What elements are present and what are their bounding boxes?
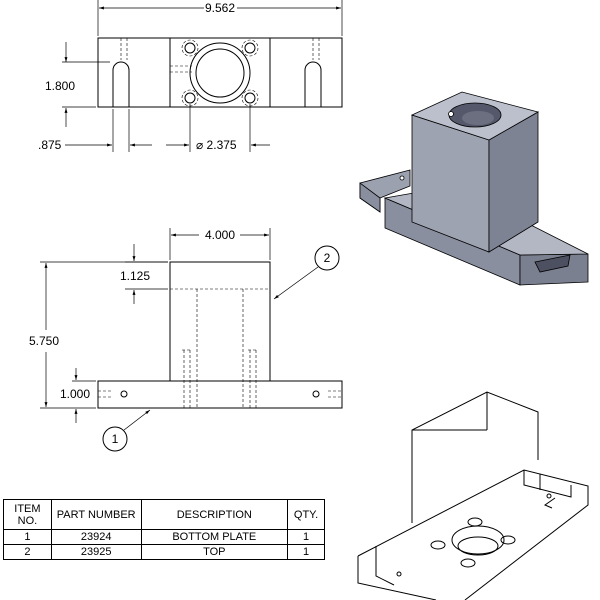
bom-qty: 1 — [287, 529, 325, 545]
dim-counterbore-depth: 1.125 — [120, 269, 150, 283]
shaded-isometric-view — [359, 91, 589, 286]
bom-part-number: 23925 — [50, 544, 142, 560]
dim-slot-width: .875 — [38, 138, 62, 152]
dim-overall-height: 5.750 — [29, 334, 59, 348]
dim-slot-height: 1.800 — [45, 79, 75, 93]
balloon-2: 2 — [324, 251, 331, 265]
bom-qty: 1 — [287, 544, 325, 560]
top-view: 9.562 1.800 .875 ⌀ 2.375 — [38, 0, 343, 152]
bom-header-qty: QTY. — [287, 499, 325, 530]
dim-top-width: 4.000 — [205, 228, 235, 242]
bom-description: BOTTOM PLATE — [140, 529, 289, 545]
table-row: 2 23925 TOP 1 — [3, 544, 325, 560]
bom-item-no: 2 — [3, 544, 52, 560]
bom-header-part-number: PART NUMBER — [50, 499, 142, 530]
table-row: 1 23924 BOTTOM PLATE 1 — [3, 529, 325, 545]
dim-plate-thickness: 1.000 — [60, 387, 90, 401]
dim-overall-width: 9.562 — [205, 1, 235, 15]
wireframe-isometric-view — [357, 391, 589, 600]
bom-part-number: 23924 — [50, 529, 142, 545]
balloon-1: 1 — [112, 432, 119, 446]
bom-header-description: DESCRIPTION — [140, 499, 289, 530]
front-view: 4.000 1.125 5.750 1.000 2 1 — [29, 228, 343, 452]
dim-bore-diameter: ⌀ 2.375 — [196, 138, 237, 152]
bom-description: TOP — [140, 544, 289, 560]
bom-item-no: 1 — [3, 529, 52, 545]
